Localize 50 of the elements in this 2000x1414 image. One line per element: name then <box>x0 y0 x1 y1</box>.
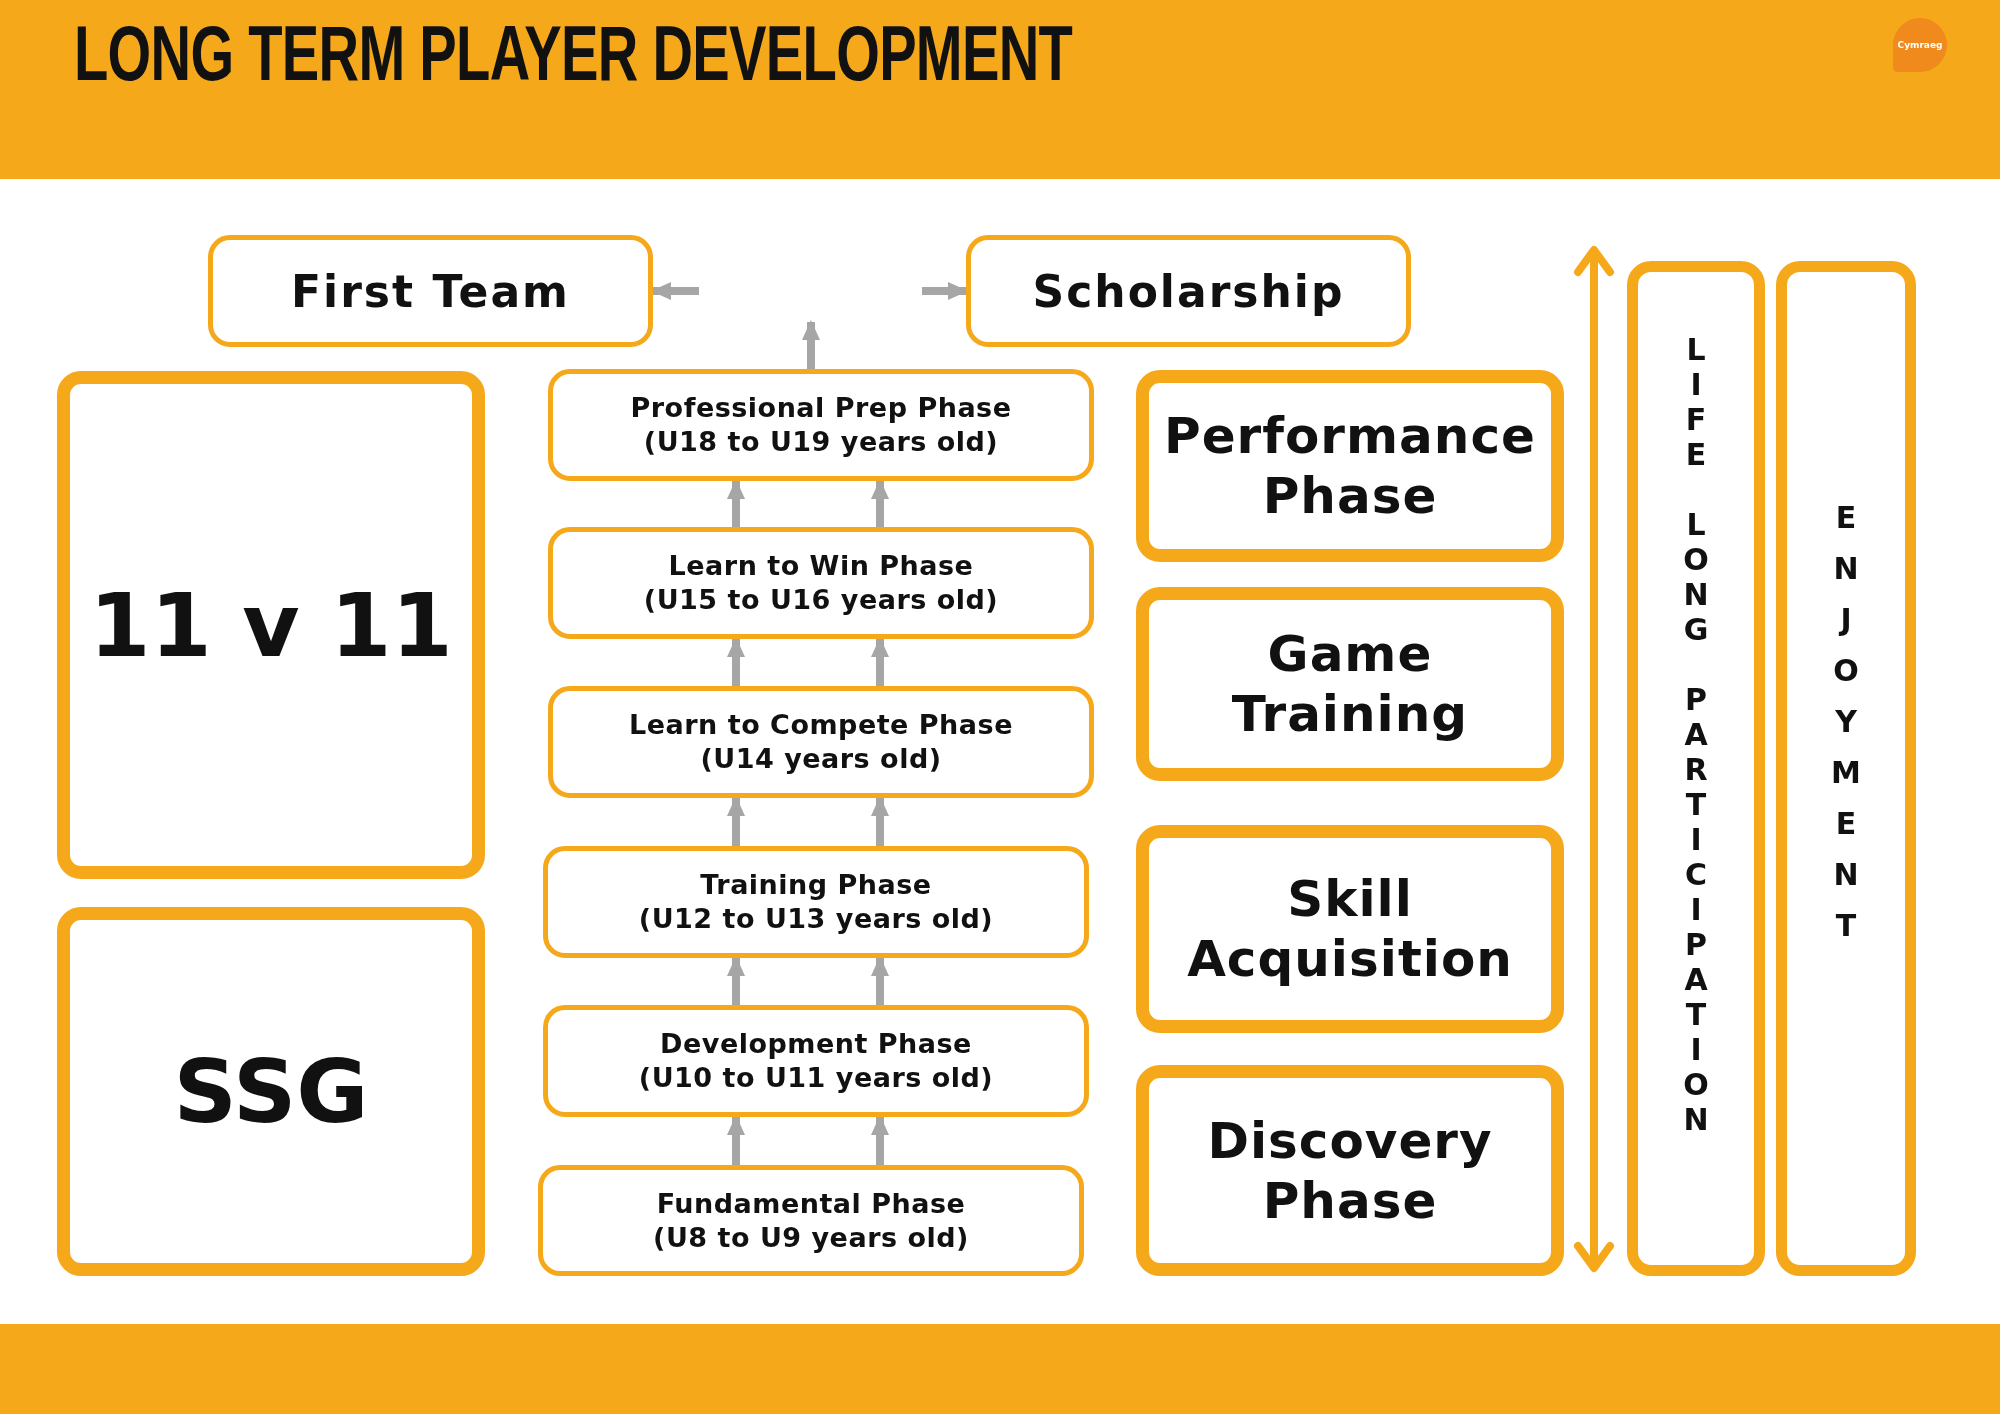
format-box <box>57 907 485 1276</box>
arrow <box>802 320 820 369</box>
node-title: Training Phase <box>700 868 932 902</box>
vertical-label: ENJOYMENT <box>1831 499 1861 945</box>
arrow <box>727 956 745 1005</box>
format-box <box>57 371 485 879</box>
phase-box <box>538 1165 1084 1276</box>
stage-box <box>1136 1065 1564 1276</box>
vertical-label: LIFE LONG PARTICIPATION <box>1682 332 1710 1139</box>
stage-box <box>1136 825 1564 1033</box>
arrow <box>871 956 889 1005</box>
age-range: (U10 to U11 years old) <box>638 1061 994 1095</box>
outcome-box <box>966 235 1411 347</box>
outcome-box <box>208 235 653 347</box>
age-range: (U18 to U19 years old) <box>643 425 999 459</box>
arrow <box>727 1115 745 1165</box>
phase-box <box>543 846 1089 958</box>
node-title: Fundamental Phase <box>656 1186 966 1221</box>
arrow <box>727 637 745 686</box>
arrow <box>871 479 889 527</box>
node-title: Learn to Win Phase <box>668 549 974 583</box>
age-range: (U14 years old) <box>700 742 942 776</box>
node-title: Game Training <box>1230 624 1470 744</box>
age-range: (U8 to U9 years old) <box>653 1220 969 1255</box>
age-range: (U12 to U13 years old) <box>638 902 994 936</box>
phase-box <box>548 686 1094 798</box>
node-title: Discovery Phase <box>1206 1110 1494 1231</box>
arrow <box>871 637 889 686</box>
arrow <box>871 796 889 846</box>
phase-box <box>548 369 1094 481</box>
arrow <box>871 1115 889 1165</box>
node-title: First Team <box>291 265 570 317</box>
theme-column <box>1627 261 1765 1276</box>
arrow <box>727 796 745 846</box>
phase-box <box>543 1005 1089 1117</box>
node-title: Learn to Compete Phase <box>629 708 1013 742</box>
stage-box <box>1136 587 1564 781</box>
node-title: SSG <box>173 1040 369 1143</box>
title: LONG TERM PLAYER DEVELOPMENT <box>74 14 1073 92</box>
phase-box <box>548 527 1094 639</box>
stage-box <box>1136 370 1564 562</box>
node-title: Development Phase <box>660 1027 972 1061</box>
theme-column <box>1776 261 1916 1276</box>
node-title: 11 v 11 <box>89 573 453 677</box>
node-title: Skill Acquisition <box>1186 869 1514 989</box>
node-title: Performance Phase <box>1163 406 1537 526</box>
age-range: (U15 to U16 years old) <box>643 583 999 617</box>
arrow <box>727 479 745 527</box>
node-title: Professional Prep Phase <box>630 391 1012 425</box>
node-title: Scholarship <box>1032 265 1345 317</box>
